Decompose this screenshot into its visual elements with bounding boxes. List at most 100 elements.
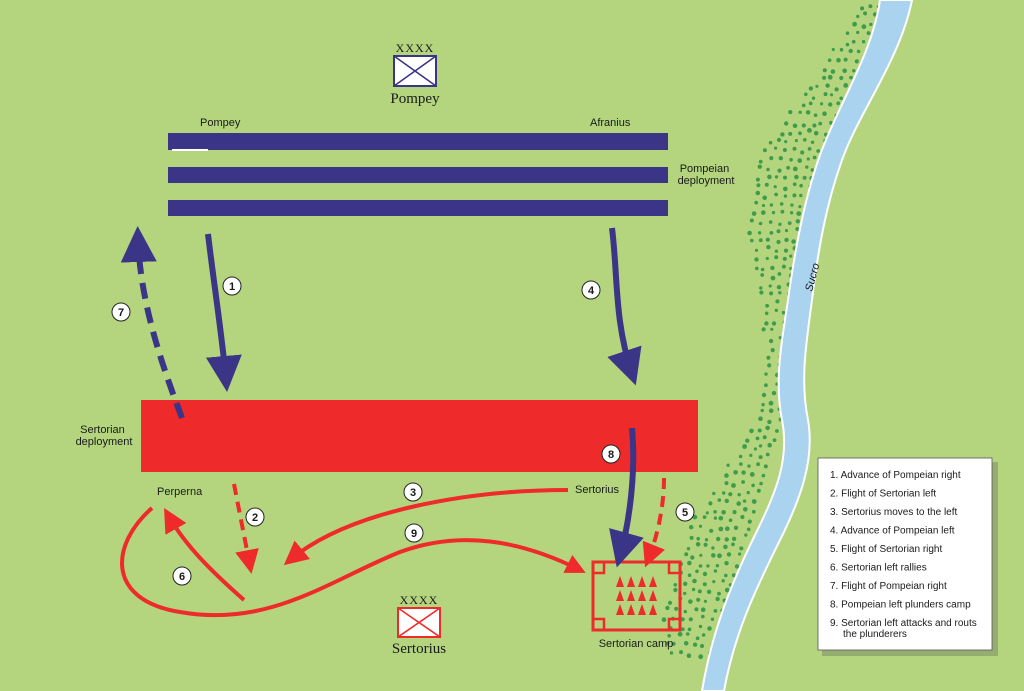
tree-icon [797,158,802,163]
tree-icon [800,150,805,155]
tree-icon [765,303,769,308]
legend-item-line: 4. Advance of Pompeian left [830,526,955,537]
tree-icon [724,498,729,504]
tree-icon [706,564,710,568]
tree-icon [686,547,691,551]
arrow-7-flight-pompeian-right [120,226,185,420]
tree-icon [776,239,781,245]
tree-icon [751,483,755,488]
tree-icon [713,609,718,613]
tree-icon [696,536,700,541]
tree-icon [673,583,678,587]
sertorian-deployment-line-2: deployment [76,436,133,448]
tree-icon [839,96,843,101]
tree-icon [792,193,797,198]
sertorian-camp-label: Sertorian camp [599,638,674,650]
tree-icon [713,569,718,573]
tree-icon [665,605,670,611]
tree-icon [770,275,776,281]
tree-icon [764,321,769,326]
tree-icon [782,256,787,261]
marker-9: 9 [404,523,424,543]
tree-icon [778,156,783,161]
tree-icon [746,527,751,532]
tree-icon [749,453,753,457]
tree-icon [710,617,715,621]
tree-icon [777,272,782,276]
tree-icon [843,83,849,88]
arrow-3-sertorius-moves-left [283,488,569,566]
tree-icon [791,239,796,244]
tree-icon [749,428,754,434]
tree-icon [689,535,694,540]
tree-icon [759,286,763,290]
tree-icon [713,516,718,520]
tree-icon [709,528,714,533]
tree-icon [789,254,793,258]
tree-icon [813,113,818,117]
tree-icon [827,74,833,80]
tree-icon [756,183,761,188]
tree-icon [698,564,703,568]
tent-icon [616,576,624,587]
tree-icon [745,438,750,443]
marker-8-text: 8 [608,449,614,461]
legend-item: 8. Pompeian left plunders camp [830,600,971,611]
tree-icon [766,244,771,250]
tree-icon [671,641,676,646]
legend-item: 7. Flight of Pompeian right [830,581,947,592]
tree-icon [702,571,708,577]
tree-icon [667,600,673,605]
tree-icon [863,11,868,16]
tree-icon [689,525,694,530]
marker-2: 2 [245,507,265,527]
tree-icon [861,24,867,30]
tree-icon [807,127,812,133]
tree-icon [692,514,698,520]
tree-icon [843,57,848,62]
tree-icon [756,488,761,493]
pompeian-line-3 [168,200,668,216]
tree-icon [713,510,717,514]
tree-icon [687,560,692,566]
tree-icon [768,220,773,224]
pompeian-deployment-label: Pompeian deployment [678,163,735,187]
tree-icon [789,266,793,271]
legend-item-line: 2. Flight of Sertorian left [830,489,936,500]
tree-icon [724,473,729,478]
tree-icon [688,617,693,622]
tree-icon [767,363,772,368]
tree-icon [712,491,716,496]
tree-icon [707,626,712,631]
tent-icon [616,590,624,601]
tree-icon [794,139,799,143]
tree-icon [788,110,793,115]
tree-icon [775,429,779,433]
tree-icon [776,137,782,142]
legend-item: 6. Sertorian left rallies [830,563,927,574]
tree-icon [695,569,699,574]
tree-icon [751,211,757,216]
tent-icon [627,576,635,587]
tree-icon [687,627,692,632]
marker-7: 7 [111,302,131,322]
tree-icon [869,22,873,27]
tree-icon [852,69,856,73]
marker-5: 5 [675,502,695,522]
tree-icon [761,203,766,208]
tree-icon [805,110,811,115]
tree-icon [747,464,751,468]
tree-icon [661,617,667,623]
tree-icon [750,238,754,243]
tree-icon [686,653,692,658]
tree-icon [768,408,774,414]
tree-icon [834,87,839,92]
legend-item: 4. Advance of Pompeian left [830,526,955,537]
tree-icon [848,48,853,54]
tree-icon [808,86,814,91]
tree-icon [801,103,806,108]
arrow-4-advance-pompeian-left [607,227,642,386]
tree-icon [741,470,746,475]
tree-icon [764,372,768,376]
